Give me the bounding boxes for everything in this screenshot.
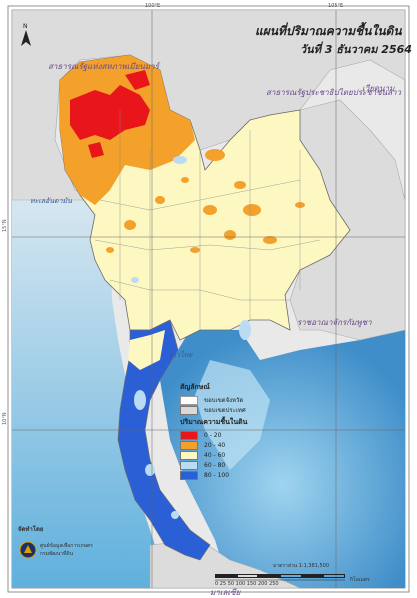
legend-class-row: 40 - 60 (174, 450, 270, 460)
legend-class-swatch (180, 470, 198, 480)
label-andaman-sea: ทะเลอันดามัน (30, 197, 72, 205)
legend-class-row: 20 - 40 (174, 440, 270, 450)
north-arrow-icon: N (21, 23, 31, 46)
scale-bar (215, 574, 346, 578)
legend-classes: 0 - 20 20 - 40 40 - 60 60 - 80 80 - 100 (174, 430, 270, 480)
legend-symbols-title: สัญลักษณ์ (180, 383, 210, 391)
legend: สัญลักษณ์ ขอบเขตจังหวัด ขอบเขตประเทศ ปริ… (174, 380, 270, 480)
ldd-logo-icon (19, 541, 37, 559)
map-title-line1: แผนที่ปริมาณความชื้นในดิน (255, 24, 402, 38)
label-cambodia: ราชอาณาจักรกัมพูชา (297, 318, 372, 327)
graticule (12, 10, 405, 588)
scale-ratio: มาตราส่วน 1:1,381,500 (273, 563, 330, 569)
coord-top-left: 100°E (145, 3, 161, 9)
legend-class-label: 20 - 40 (204, 441, 226, 449)
peninsula-lightblue (134, 390, 179, 519)
scale-ticks: 0 25 50 100 150 200 250 (215, 581, 279, 587)
red-patch-3 (88, 142, 104, 158)
credits-label: จัดทำโดย (18, 526, 44, 533)
gulf-shallow (195, 360, 270, 470)
legend-class-swatch (180, 460, 198, 470)
legend-province-swatch (180, 395, 198, 405)
legend-class-label: 60 - 80 (204, 461, 226, 469)
credits-org1: ศูนย์ข้อมูลเพื่อการเกษตร (40, 543, 93, 549)
coord-left-mid: 15°N (2, 219, 8, 232)
label-laos: สาธารณรัฐประชาธิปไตยประชาชนลาว (266, 88, 402, 97)
legend-class-swatch (180, 430, 198, 440)
label-vietnam: เวียดนาม (362, 84, 395, 93)
legend-class-label: 0 - 20 (204, 431, 222, 439)
orange-patches (106, 149, 305, 253)
legend-class-row: 0 - 20 (174, 430, 270, 440)
legend-country-label: ขอบเขตประเทศ (204, 407, 246, 414)
label-myanmar: สาธารณรัฐแห่งสหภาพเมียนมาร์ (48, 62, 159, 71)
legend-class-swatch (180, 440, 198, 450)
legend-country-row: ขอบเขตประเทศ (174, 405, 270, 415)
legend-province-row: ขอบเขตจังหวัด (174, 395, 270, 405)
red-patch-1 (70, 85, 150, 140)
credits-org2: กรมพัฒนาที่ดิน (40, 551, 74, 557)
map-title-line2: วันที่ 3 ธันวาคม 2564 (300, 43, 412, 56)
legend-class-swatch (180, 450, 198, 460)
scale-unit: กิโลเมตร (350, 577, 370, 583)
province-boundaries (94, 110, 321, 330)
coord-top-right: 105°E (328, 3, 344, 9)
label-gulf: อ่าวไทย (168, 351, 193, 359)
legend-class-label: 80 - 100 (204, 471, 230, 479)
lightblue-patches (131, 156, 251, 340)
legend-country-swatch (180, 405, 198, 415)
legend-class-row: 80 - 100 (174, 470, 270, 480)
legend-class-row: 60 - 80 (174, 460, 270, 470)
legend-moisture-title: ปริมาณความชื้นในดิน (180, 418, 248, 426)
red-patch-2 (125, 70, 150, 90)
legend-class-label: 40 - 60 (204, 451, 226, 459)
label-malaysia: มาเลเซีย (210, 588, 241, 597)
legend-province-label: ขอบเขตจังหวัด (204, 397, 244, 404)
andaman-sea (12, 198, 170, 588)
peninsula-yellow-top (128, 330, 165, 370)
coord-left-low: 10°N (2, 412, 8, 425)
svg-text:N: N (23, 23, 28, 30)
